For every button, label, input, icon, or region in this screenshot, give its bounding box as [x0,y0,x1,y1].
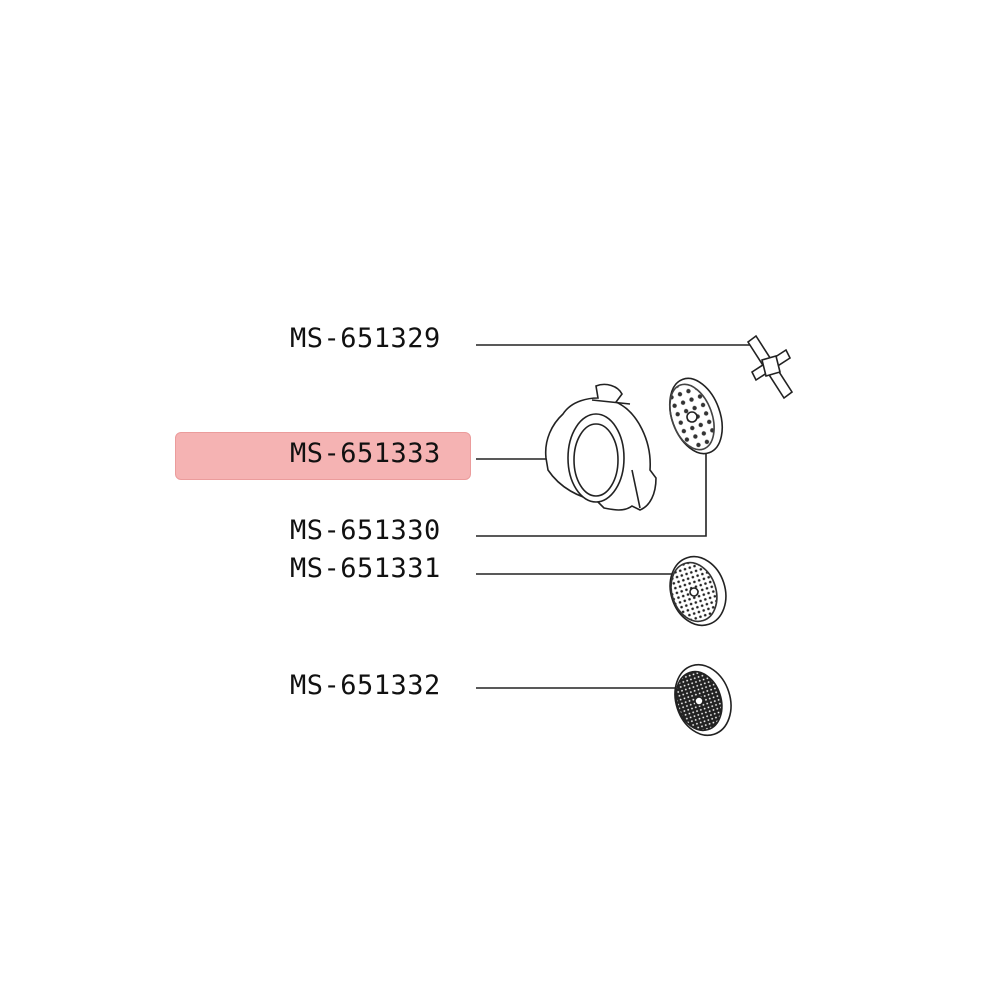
part-label-plate-medium[interactable]: MS-651331 [290,553,441,584]
part-label-ring-nut[interactable]: MS-651333 [290,438,441,469]
selected-part-highlight [175,432,471,480]
plate-fine-icon[interactable] [666,657,740,742]
knife-icon[interactable] [746,334,794,400]
plate-coarse-icon[interactable] [660,371,732,461]
part-label-plate-fine[interactable]: MS-651332 [290,670,441,701]
plate-medium-icon[interactable] [662,549,735,632]
ring-nut-icon[interactable] [544,383,657,511]
leader-line-plate-coarse [476,447,707,537]
part-label-plate-coarse[interactable]: MS-651330 [290,515,441,546]
part-label-knife[interactable]: MS-651329 [290,323,441,354]
